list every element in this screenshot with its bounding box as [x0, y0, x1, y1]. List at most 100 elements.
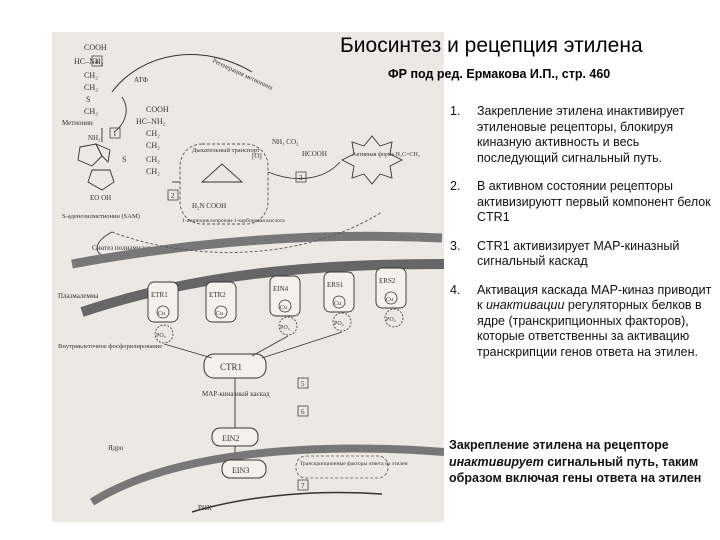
- adenine-ring-2: [95, 143, 111, 163]
- label-nucleus: Ядро: [108, 444, 124, 452]
- label-acc-formula: H₂N COOH: [192, 202, 226, 210]
- svg-text:Cu: Cu: [334, 301, 341, 307]
- nuclear-envelope: [89, 444, 444, 506]
- label-rna: РНК: [198, 504, 212, 512]
- label-cooh-2: COOH: [146, 105, 169, 114]
- list-item: 1. Закрепление этилена инактивирует этил…: [450, 104, 712, 166]
- label-ch2-e: CH₂: [146, 155, 160, 164]
- svg-text:ETR2: ETR2: [209, 291, 226, 299]
- slide-subtitle: ФР под ред. Ермакова И.П., стр. 460: [388, 67, 611, 81]
- step-box-7: [297, 479, 309, 491]
- step-text: Закрепление этилена инактивирует этилено…: [477, 104, 685, 165]
- svg-text:PO₄: PO₄: [386, 317, 396, 323]
- label-ch3: CH₃: [84, 107, 98, 116]
- label-hc-nh2: HC–NH₂: [74, 57, 104, 66]
- label-s-2: S: [122, 155, 126, 164]
- label-ein2: EIN2: [222, 434, 239, 443]
- step-box-label-2: 2: [171, 192, 175, 200]
- svg-text:ETR1: ETR1: [151, 291, 168, 299]
- summary-text: Закрепление этилена на рецепторе инактив…: [449, 437, 714, 487]
- label-ch2-a: CH₂: [84, 71, 98, 80]
- label-eo-oh: EO OH: [90, 194, 111, 202]
- label-ein3: EIN3: [232, 466, 249, 475]
- step-box-label-6: 6: [301, 408, 305, 416]
- step-box-label-3: 3: [299, 174, 303, 182]
- step-number: 3.: [450, 238, 461, 253]
- step-box-6: [297, 405, 309, 417]
- step-box-4: [91, 55, 103, 67]
- step-box-label-1: 1: [113, 130, 117, 138]
- label-acc-name: 1-аминоциклопропан-1-карбоновая кислота: [182, 217, 285, 224]
- step-text: Активация каскада MAP-киназ приводит к и…: [477, 283, 712, 361]
- label-tf: Транскрипционные факторы ответа на этиле…: [300, 460, 408, 467]
- svg-text:PO₄: PO₄: [334, 321, 344, 327]
- label-s: S: [86, 95, 90, 104]
- svg-text:Cu: Cu: [280, 305, 287, 311]
- label-hcooh: HCOOH: [302, 150, 327, 158]
- ethylene-pathway-figure: COOH HC–NH₂ CH₂ CH₂ S CH₃ Метионин 1 NH₂…: [52, 32, 444, 522]
- receptor-ers1: ERS1 Cu: [323, 271, 355, 313]
- label-methionine: Метионин: [62, 119, 93, 127]
- step-box-2: [167, 189, 179, 201]
- slide-title: Биосинтез и рецепция этилена: [340, 34, 643, 57]
- receptor-etr2: ETR2 Cu: [205, 281, 237, 323]
- cell-wall: [71, 231, 443, 269]
- receptor-ers2: ERS2 Cu: [375, 267, 407, 309]
- label-ch2-f: CH₂: [146, 167, 160, 176]
- step-text-part: регуляторных белков в ядре (транскрипцио…: [477, 298, 702, 359]
- pathway-diagram: COOH HC–NH₂ CH₂ CH₂ S CH₃ Метионин 1 NH₂…: [58, 43, 444, 513]
- label-atp: АТФ: [134, 76, 149, 84]
- label-cooh: COOH: [84, 43, 107, 52]
- label-sam: S-аденозилметионин (SAM): [62, 213, 140, 220]
- receptor-ein4: EIN4 Cu: [269, 275, 301, 317]
- step-box-3: [295, 171, 307, 183]
- label-regeneration: Регенерация метионина: [211, 57, 274, 91]
- step-number: 4.: [450, 282, 461, 297]
- label-synthesis: Синтез полиамидов: [92, 244, 152, 252]
- svg-text:EIN4: EIN4: [273, 285, 289, 293]
- receptor-etr1: ETR1 Cu: [147, 281, 179, 323]
- regeneration-arc: [111, 54, 253, 93]
- po4-marker-4: PO₄: [384, 308, 404, 328]
- list-item: 2. В активном состоянии рецепторы активи…: [450, 179, 712, 226]
- label-map-cascade: MAP-киназный каскад: [202, 390, 270, 398]
- po4-marker-3: PO₄: [332, 312, 352, 332]
- label-ctr1: CTR1: [220, 362, 242, 372]
- acc-box: [179, 143, 269, 225]
- step-text: CTR1 активизирует MAP-киназный сигнальны…: [477, 238, 680, 269]
- label-ch2-b: CH₂: [84, 83, 98, 92]
- label-nh2: NH₂: [88, 134, 101, 142]
- ethylene-star: [340, 135, 404, 185]
- svg-text:ERS1: ERS1: [327, 281, 344, 289]
- svg-text:Cu: Cu: [386, 297, 393, 303]
- cyclopropane-ring: [200, 163, 244, 183]
- list-item: 3. CTR1 активизирует MAP-киназный сигнал…: [450, 239, 712, 270]
- step-box-label-7: 7: [301, 482, 305, 490]
- step-number: 2.: [450, 179, 461, 193]
- step-box-5: [297, 377, 309, 389]
- po4-marker-2: PO₄: [278, 316, 298, 336]
- step-text: В активном состоянии рецепторы активизир…: [477, 179, 711, 224]
- ein3-box: [221, 459, 267, 479]
- po4-marker-1: PO₄: [154, 324, 174, 344]
- label-nh3-co2: NH₃ CO₂: [272, 138, 299, 146]
- svg-text:ERS2: ERS2: [379, 277, 396, 285]
- label-o: [O]: [252, 152, 262, 160]
- label-hc-nh2-2: HC–NH₂: [136, 117, 166, 126]
- plasma-membrane: [80, 259, 444, 317]
- tf-box: [295, 455, 389, 479]
- adenine-ring: [77, 143, 103, 167]
- svg-text:Cu: Cu: [216, 311, 223, 317]
- step-text-emphasis: инактивации: [485, 298, 565, 312]
- step-text-part: Активация каскада MAP-киназ приводит к: [477, 282, 712, 313]
- step-number: 1.: [450, 104, 461, 118]
- label-intracellular: Внутриклеточное фосфорилирование: [58, 343, 162, 350]
- svg-text:Cu: Cu: [158, 311, 165, 317]
- label-ch2-d: CH₂: [146, 141, 160, 150]
- steps-list: 1. Закрепление этилена инактивирует этил…: [450, 104, 712, 373]
- step-box-label-4: 4: [95, 58, 99, 66]
- label-ethylene: Активная форма H₂C=CH₂: [352, 151, 420, 158]
- label-plasma: Плазмалемма: [58, 292, 99, 300]
- label-transporter: Дыхательный транспорт: [192, 147, 260, 154]
- step-box-1: [109, 127, 121, 139]
